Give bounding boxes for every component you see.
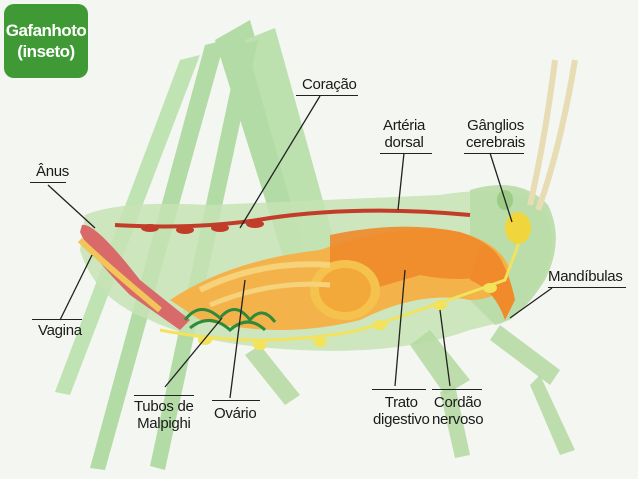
label-arteria: Artéria dorsal — [383, 117, 425, 151]
label-trato-line2: digestivo — [373, 411, 430, 428]
label-mandibulas-rule — [548, 287, 626, 288]
label-anus: Ânus — [36, 163, 69, 180]
label-trato-line1: Trato — [384, 394, 418, 411]
label-ganglios-line2: cerebrais — [466, 134, 525, 151]
label-tubos-line1: Tubos de — [134, 398, 194, 415]
label-ovario-rule — [212, 400, 260, 401]
rectum — [77, 224, 190, 330]
label-coracao-rule — [296, 95, 358, 96]
label-ganglios-line1: Gânglios — [467, 117, 524, 134]
label-vagina: Vagina — [38, 322, 82, 339]
label-anus-rule — [30, 182, 66, 183]
label-arteria-rule — [380, 153, 432, 154]
label-coracao: Coração — [302, 76, 357, 93]
label-vagina-rule — [32, 319, 82, 320]
nerve-cord — [159, 212, 531, 350]
label-tubos: Tubos de Malpighi — [134, 398, 194, 432]
label-tubos-rule — [134, 395, 194, 396]
label-ganglios: Gânglios cerebrais — [466, 117, 525, 151]
label-arteria-line1: Artéria — [383, 117, 426, 134]
label-tubos-line2: Malpighi — [137, 415, 191, 432]
title-line2: (inseto) — [17, 42, 75, 61]
heart-vessel — [114, 208, 471, 234]
label-trato-rule — [372, 389, 426, 390]
digestive-muscles — [170, 226, 515, 330]
label-mandibulas: Mandíbulas — [548, 268, 623, 285]
label-cordao-line2: nervoso — [432, 411, 484, 428]
label-cordao: Cordão nervoso — [432, 394, 484, 428]
label-arteria-line2: dorsal — [384, 134, 424, 151]
malpighian-tubules — [183, 308, 277, 333]
label-ovario: Ovário — [214, 405, 257, 422]
leader-lines — [47, 95, 553, 399]
label-cordao-rule — [432, 389, 482, 390]
label-ganglios-rule — [464, 153, 524, 154]
title-badge: Gafanhoto (inseto) — [4, 4, 88, 78]
label-trato: Trato digestivo — [373, 394, 430, 428]
title-line1: Gafanhoto — [5, 21, 87, 40]
label-cordao-line1: Cordão — [433, 394, 482, 411]
